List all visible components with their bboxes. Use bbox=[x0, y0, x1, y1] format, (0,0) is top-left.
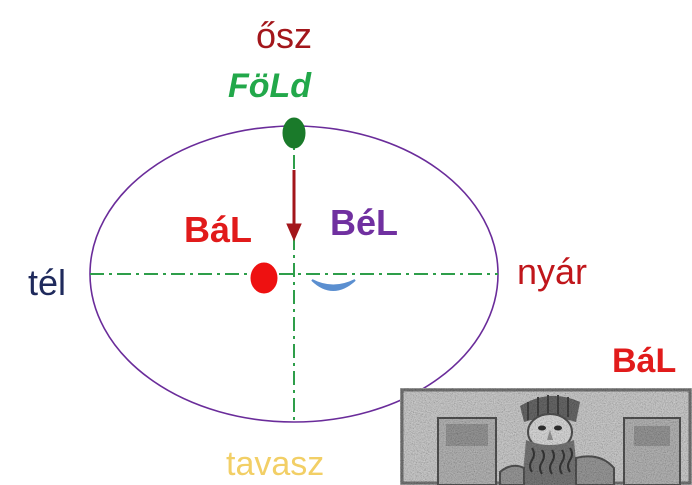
label-spring: tavasz bbox=[226, 445, 325, 483]
red-dot bbox=[250, 262, 278, 294]
bearded-figure-relief-icon bbox=[400, 388, 692, 485]
label-winter: tél bbox=[28, 262, 67, 303]
earth-marker bbox=[282, 117, 306, 149]
label-photo-caption: BáL bbox=[612, 342, 677, 380]
crescent-marker bbox=[311, 279, 356, 291]
label-left-body: BáL bbox=[184, 209, 253, 250]
arrow-head bbox=[286, 223, 302, 242]
relief-photo bbox=[400, 388, 692, 485]
label-earth: FöLd bbox=[228, 67, 312, 105]
label-right-body: BéL bbox=[330, 202, 399, 243]
label-autumn: ősz bbox=[256, 15, 313, 56]
label-summer: nyár bbox=[517, 251, 588, 292]
